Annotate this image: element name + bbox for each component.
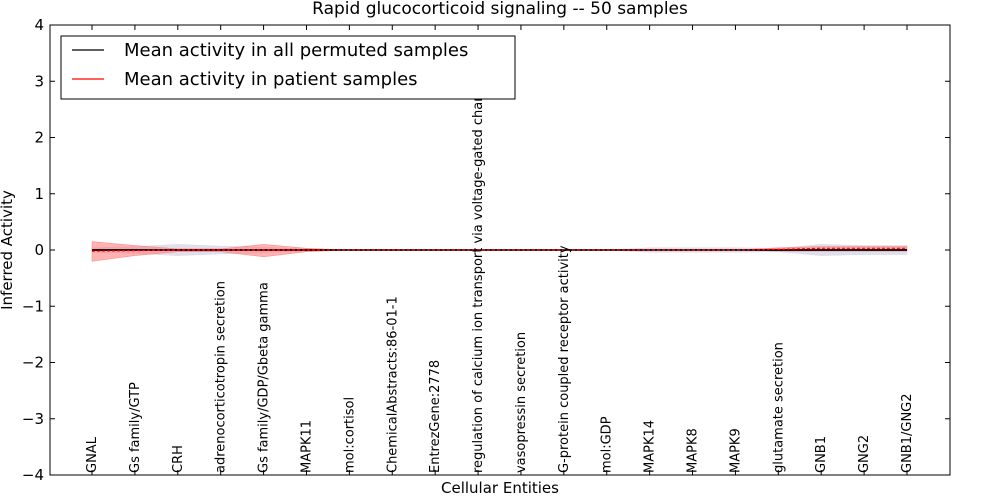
- x-category-label: vasopressin secretion: [514, 332, 529, 473]
- y-tick-label: −3: [22, 410, 44, 428]
- y-tick-label: 0: [34, 241, 44, 259]
- confidence-bands: [91, 241, 908, 262]
- x-category-label: EntrezGene:2778: [428, 360, 443, 473]
- x-category-label: MAPK14: [643, 420, 658, 473]
- y-tick-label: 4: [34, 16, 44, 34]
- x-category-label: GNG2: [857, 435, 872, 473]
- y-tick-label: 3: [34, 72, 44, 90]
- x-category-label: GNAL: [85, 436, 100, 473]
- x-category-label: CRH: [171, 445, 186, 473]
- x-axis-label: Cellular Entities: [441, 479, 559, 497]
- x-category-label: Gs family/GTP: [128, 382, 143, 473]
- x-category-label: mol:cortisol: [342, 397, 357, 473]
- x-category-label: glutamate secretion: [771, 342, 786, 473]
- y-tick-label: −2: [22, 354, 44, 372]
- legend-label-1: Mean activity in patient samples: [124, 69, 418, 90]
- x-category-label: G-protein coupled receptor activity: [557, 245, 572, 473]
- line-series-1: [91, 247, 907, 252]
- x-category-label: Gs family/GDP/Gbeta gamma: [257, 282, 272, 473]
- x-category-label: MAPK9: [728, 428, 743, 473]
- chart-title: Rapid glucocorticoid signaling -- 50 sam…: [312, 0, 688, 19]
- x-category-label: adrenocorticotropin secretion: [214, 281, 229, 473]
- x-category-label: GNB1: [814, 436, 829, 473]
- x-category-label: GNB1/GNG2: [900, 393, 915, 473]
- y-tick-label: 1: [34, 185, 44, 203]
- x-category-label: MAPK11: [299, 420, 314, 473]
- x-category-label: mol:GDP: [600, 416, 615, 473]
- y-tick-label: −4: [22, 466, 44, 484]
- y-axis-label: Inferred Activity: [0, 190, 16, 310]
- y-tick-label: 2: [34, 129, 44, 147]
- series-lines: [91, 247, 907, 252]
- legend-label-0: Mean activity in all permuted samples: [124, 40, 468, 61]
- legend-box: [60, 35, 516, 100]
- y-axis: −4 −3 −2 −1 0 1 2 3 4: [22, 16, 950, 484]
- legend: Mean activity in all permuted samplesMea…: [60, 35, 516, 100]
- x-category-label: regulation of calcium ion transport via …: [471, 74, 486, 473]
- x-axis: GNAL Gs family/GTP CRH adrenocorticotropin …: [85, 25, 915, 475]
- x-category-label: ChemicalAbstracts:86-01-1: [385, 296, 400, 473]
- y-tick-label: −1: [22, 297, 44, 315]
- x-category-label: MAPK8: [686, 428, 701, 473]
